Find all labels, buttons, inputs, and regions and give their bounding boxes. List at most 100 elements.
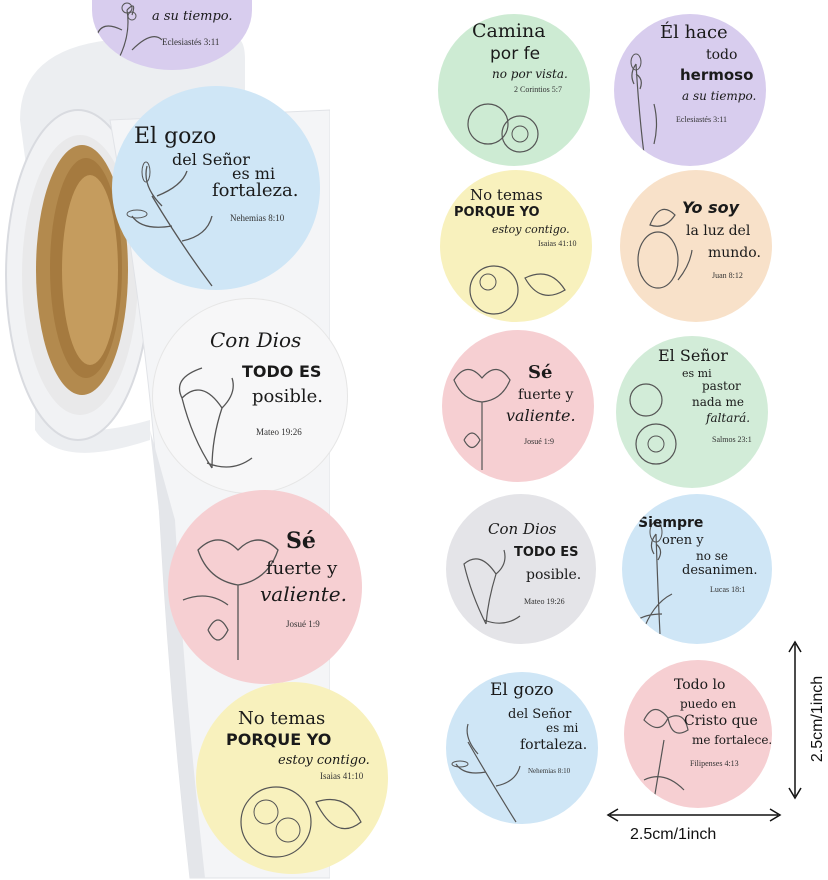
roll-sticker-ref: Eclesiastés 3:11: [162, 37, 220, 47]
roll-gozo-ref: Nehemias 8:10: [230, 213, 285, 223]
roll-se-ref: Josué 1:9: [286, 619, 320, 629]
lotus-illustration-icon: [453, 368, 511, 470]
roll-notemas-l3: estoy contigo.: [278, 753, 370, 768]
roll-gozo-l1: El gozo: [134, 124, 217, 149]
lavender-illustration-icon: [96, 2, 163, 70]
todolo-l4: me fortalece.: [692, 733, 772, 747]
roll-notemas-l1: No temas: [238, 708, 326, 729]
todolo-l3: Cristo que: [684, 713, 758, 729]
todolo-l1: Todo lo: [674, 677, 726, 693]
roll-sticker-se: Sé fuerte y valiente. Josué 1:9: [168, 490, 362, 684]
roll-sticker-notemas: No temas PORQUE YO estoy contigo. Isaias…: [196, 682, 388, 874]
condios-l1: Con Dios: [488, 520, 557, 538]
yosoy-ref: Juan 8:12: [712, 271, 743, 280]
roll-sticker-line: a su tiempo.: [152, 9, 233, 24]
width-dimension-label: 2.5cm/1inch: [630, 826, 717, 843]
pastor-l5: faltará.: [706, 411, 751, 425]
se-l3: valiente.: [506, 406, 576, 425]
siempre-ref: Lucas 18:1: [710, 585, 746, 594]
grid-sticker-se: Sé fuerte y valiente. Josué 1:9: [442, 330, 594, 482]
olive-branch-icon: [126, 161, 213, 287]
roll-condios-l1: Con Dios: [210, 328, 302, 352]
yosoy-l1: Yo soy: [682, 198, 740, 217]
gozo-l1: El gozo: [490, 680, 554, 700]
se-l2: fuerte y: [518, 387, 574, 403]
grid-sticker-camina: Camina por fe no por vista. 2 Corintios …: [438, 14, 590, 166]
roll-se-l1: Sé: [286, 528, 316, 554]
pastor-l4: nada me: [692, 395, 745, 409]
roll-gozo-l3: es mi: [232, 164, 276, 183]
todolo-ref: Filipenses 4:13: [690, 759, 739, 768]
camina-l3: no por vista.: [492, 67, 568, 81]
height-dimension-label: 2.5cm/1inch: [809, 675, 826, 763]
hyacinth-illustration-icon: [631, 521, 673, 635]
width-dimension-arrow: [606, 808, 782, 822]
grid-sticker-condios: Con Dios TODO ES posible. Mateo 19:26: [446, 494, 596, 644]
roll-se-l3: valiente.: [260, 582, 347, 606]
siempre-l1: Siempre: [638, 515, 704, 531]
gozo-ref: Nehemias 8:10: [528, 767, 571, 775]
notemas-ref: Isaias 41:10: [538, 239, 577, 248]
roll-condios-l2: TODO ES: [242, 362, 322, 381]
roll-gozo-l2: del Señor: [172, 150, 250, 169]
gozo-l3: es mi: [546, 721, 579, 735]
siempre-l3: no se: [696, 549, 729, 563]
notemas-l3: estoy contigo.: [492, 223, 570, 236]
notemas-l1: No temas: [470, 186, 543, 204]
yosoy-l2: la luz del: [686, 223, 751, 239]
todolo-l2: puedo en: [680, 697, 737, 711]
roll-sticker-condios: Con Dios TODO ES posible. Mateo 19:26: [152, 298, 348, 494]
roll-se-l2: fuerte y: [266, 558, 338, 579]
camina-l1: Camina: [472, 20, 546, 42]
lemon-illustration-icon: [637, 208, 693, 289]
condios-l2: TODO ES: [514, 545, 579, 560]
peony-illustration-icon: [629, 383, 677, 465]
camina-l2: por fe: [490, 44, 541, 64]
elhace-l2: todo: [706, 47, 738, 63]
notemas-l2: PORQUE YO: [454, 205, 540, 220]
grid-sticker-gozo: El gozo del Señor es mi fortaleza. Nehem…: [446, 672, 598, 824]
siempre-l4: desanimen.: [682, 563, 758, 578]
fruit-illustration-icon: [467, 103, 539, 153]
hydrangea-illustration-icon: [469, 265, 566, 315]
siempre-l2: oren y: [662, 533, 704, 548]
pastor-l1: El Señor: [658, 346, 728, 365]
roll-condios-l3: posible.: [252, 386, 324, 407]
lotus-illustration-icon: [182, 539, 279, 660]
yosoy-l3: mundo.: [708, 245, 761, 261]
condios-ref: Mateo 19:26: [524, 597, 565, 606]
grid-sticker-notemas: No temas PORQUE YO estoy contigo. Isaias…: [440, 170, 592, 322]
pastor-l3: pastor: [702, 379, 741, 393]
grid-sticker-siempre: Siempre oren y no se desanimen. Lucas 18…: [622, 494, 772, 644]
hydrangea-illustration-icon: [240, 786, 362, 858]
se-l1: Sé: [528, 362, 553, 383]
elhace-l1: Él hace: [660, 22, 728, 43]
grid-sticker-todolo: Todo lo puedo en Cristo que me fortalece…: [624, 660, 772, 808]
roll-gozo-l4: fortaleza.: [212, 180, 299, 201]
grid-sticker-pastor: El Señor es mi pastor nada me faltará. S…: [616, 336, 768, 488]
elhace-l4: a su tiempo.: [682, 89, 757, 103]
roll-notemas-l2: PORQUE YO: [226, 730, 332, 749]
grid-sticker-elhace: Él hace todo hermoso a su tiempo. Eclesi…: [614, 14, 766, 166]
roll-sticker-gozo: El gozo del Señor es mi fortaleza. Nehem…: [112, 86, 320, 290]
se-ref: Josué 1:9: [524, 437, 554, 446]
roll-notemas-ref: Isaias 41:10: [320, 771, 364, 781]
roll-condios-ref: Mateo 19:26: [256, 427, 302, 437]
lily-illustration-icon: [178, 367, 253, 469]
elhace-l3: hermoso: [680, 66, 754, 84]
grid-sticker-yosoy: Yo soy la luz del mundo. Juan 8:12: [620, 170, 772, 322]
pastor-ref: Salmos 23:1: [712, 435, 752, 444]
condios-l3: posible.: [526, 567, 582, 583]
orchid-illustration-icon: [643, 708, 689, 801]
roll-sticker-eclesiastes: a su tiempo. Eclesiastés 3:11: [92, 0, 252, 70]
gozo-l2: del Señor: [508, 707, 572, 722]
camina-ref: 2 Corintios 5:7: [514, 85, 563, 94]
elhace-ref: Eclesiastés 3:11: [676, 115, 728, 124]
pastor-l2: es mi: [682, 367, 712, 380]
height-dimension-arrow: [788, 640, 802, 800]
lily-illustration-icon: [463, 549, 521, 625]
olive-branch-icon: [451, 723, 521, 823]
lavender-illustration-icon: [630, 53, 658, 155]
gozo-l4: fortaleza.: [520, 737, 588, 753]
